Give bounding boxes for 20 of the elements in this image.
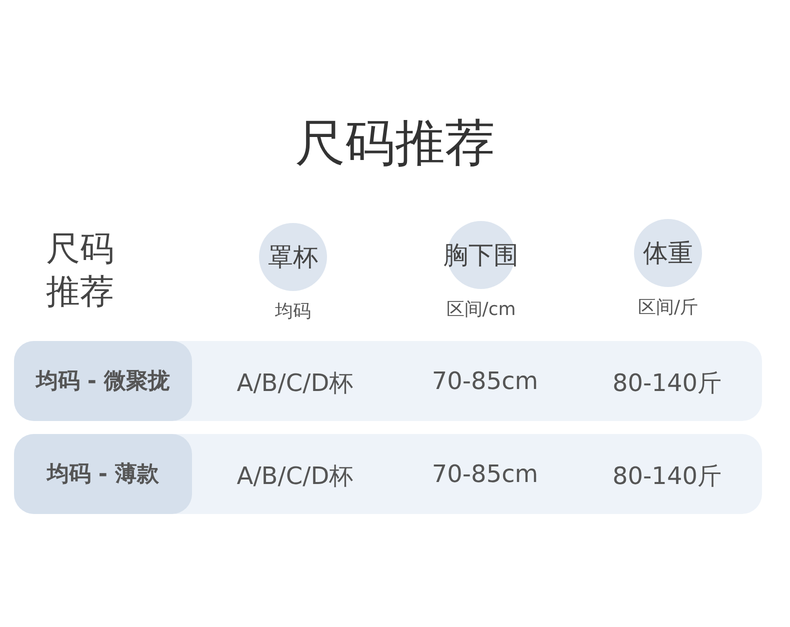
table-cell-text: 70-85cm	[430, 367, 540, 395]
row-label: 均码 - 微聚拢	[36, 368, 170, 396]
table-cell-text: 80-140斤	[611, 368, 722, 399]
header-label: 尺码推荐	[46, 228, 115, 313]
column-unit: 区间/斤	[636, 296, 700, 319]
column-heading: 胸下围	[444, 240, 518, 272]
table-cell-text: 70-85cm	[430, 460, 540, 488]
column-unit: 区间/cm	[445, 298, 517, 321]
column-heading: 体重	[643, 238, 693, 270]
table-cell-text: A/B/C/D杯	[236, 461, 354, 492]
table-row	[14, 341, 762, 421]
row-label-pill	[14, 341, 192, 421]
column-unit: 均码	[274, 300, 312, 323]
column-heading: 罩杯	[268, 242, 318, 274]
row-label-pill	[14, 434, 192, 514]
title: 尺码推荐	[294, 113, 496, 174]
table-cell-text: 80-140斤	[611, 461, 722, 492]
table-cell-text: A/B/C/D杯	[236, 368, 354, 399]
table-row	[14, 434, 762, 514]
row-label: 均码 - 薄款	[46, 461, 160, 489]
